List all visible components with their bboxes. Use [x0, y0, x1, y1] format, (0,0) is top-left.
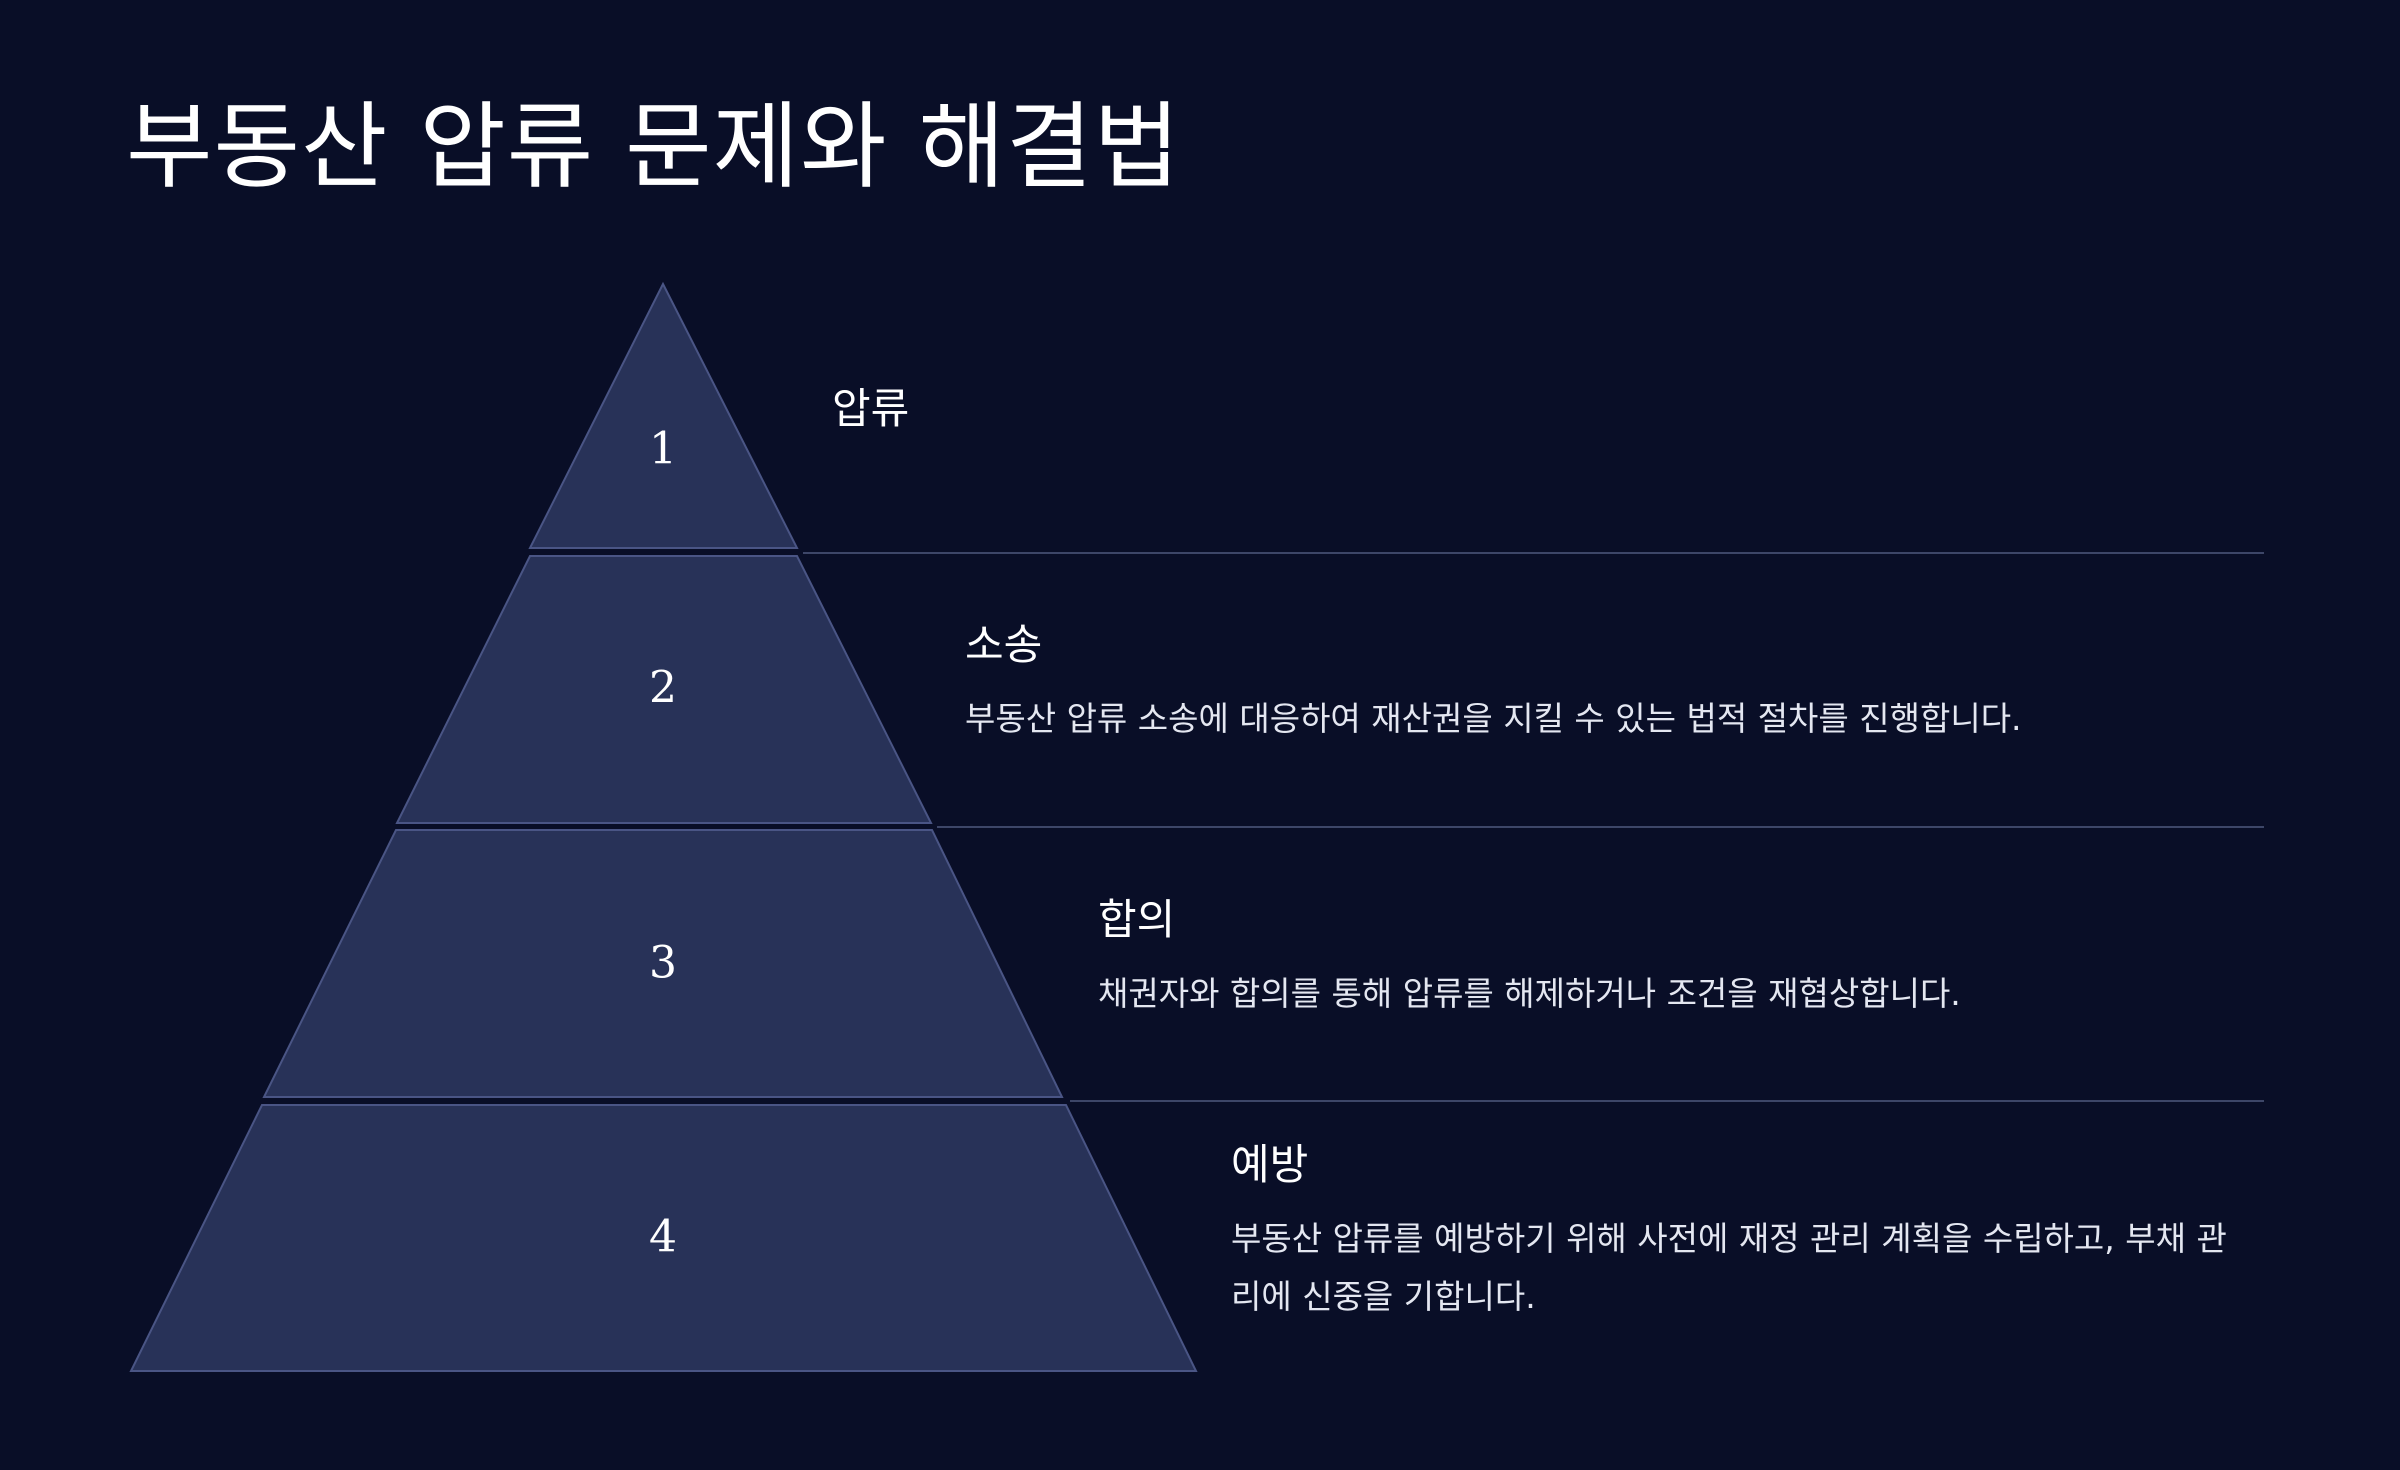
- tier-number-4: 4: [649, 1212, 677, 1263]
- tier-number-1: 1: [649, 424, 677, 475]
- step-1: 압류: [832, 384, 2232, 434]
- pyramid-tier-2: [395, 555, 933, 824]
- step-heading: 예방: [1231, 1140, 1309, 1189]
- step-heading: 합의: [1098, 895, 1176, 944]
- step-3: 합의 채권자와 합의를 통해 압류를 해제하거나 조건을 재협상합니다.: [1098, 895, 2258, 1023]
- step-heading: 소송: [965, 620, 1043, 669]
- step-description: 채권자와 합의를 통해 압류를 해제하거나 조건을 재협상합니다.: [1098, 974, 1961, 1014]
- slide-title: 부동산 압류 문제와 해결법: [126, 93, 1181, 202]
- pyramid-tier-4: [129, 1104, 1198, 1372]
- step-description: 부동산 압류를 예방하기 위해 사전에 재정 관리 계획을 수립하고, 부채 관…: [1231, 1219, 2227, 1317]
- step-description: 부동산 압류 소송에 대응하여 재산권을 지킬 수 있는 법적 절차를 진행합니…: [965, 699, 2022, 739]
- step-heading: 압류: [832, 384, 910, 433]
- tier-number-2: 2: [649, 663, 677, 714]
- tier-number-3: 3: [649, 938, 677, 989]
- pyramid-tier-1: [528, 281, 799, 549]
- step-4: 예방 부동산 압류를 예방하기 위해 사전에 재정 관리 계획을 수립하고, 부…: [1231, 1140, 2231, 1326]
- pyramid-tier-3: [262, 829, 1064, 1098]
- step-2: 소송 부동산 압류 소송에 대응하여 재산권을 지킬 수 있는 법적 절차를 진…: [965, 620, 2265, 748]
